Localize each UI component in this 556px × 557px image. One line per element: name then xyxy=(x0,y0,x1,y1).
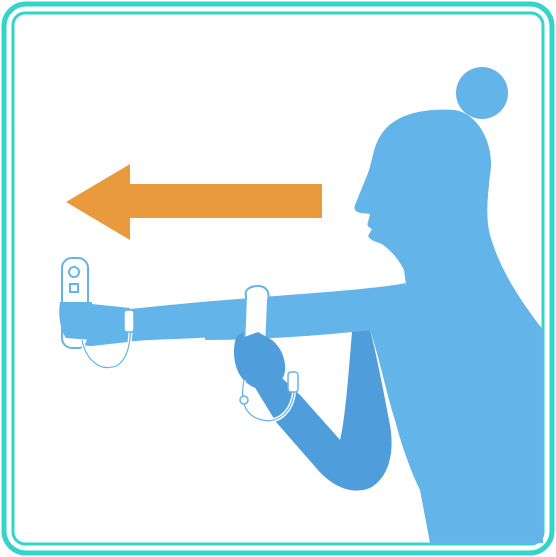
hair-bun xyxy=(456,67,508,119)
